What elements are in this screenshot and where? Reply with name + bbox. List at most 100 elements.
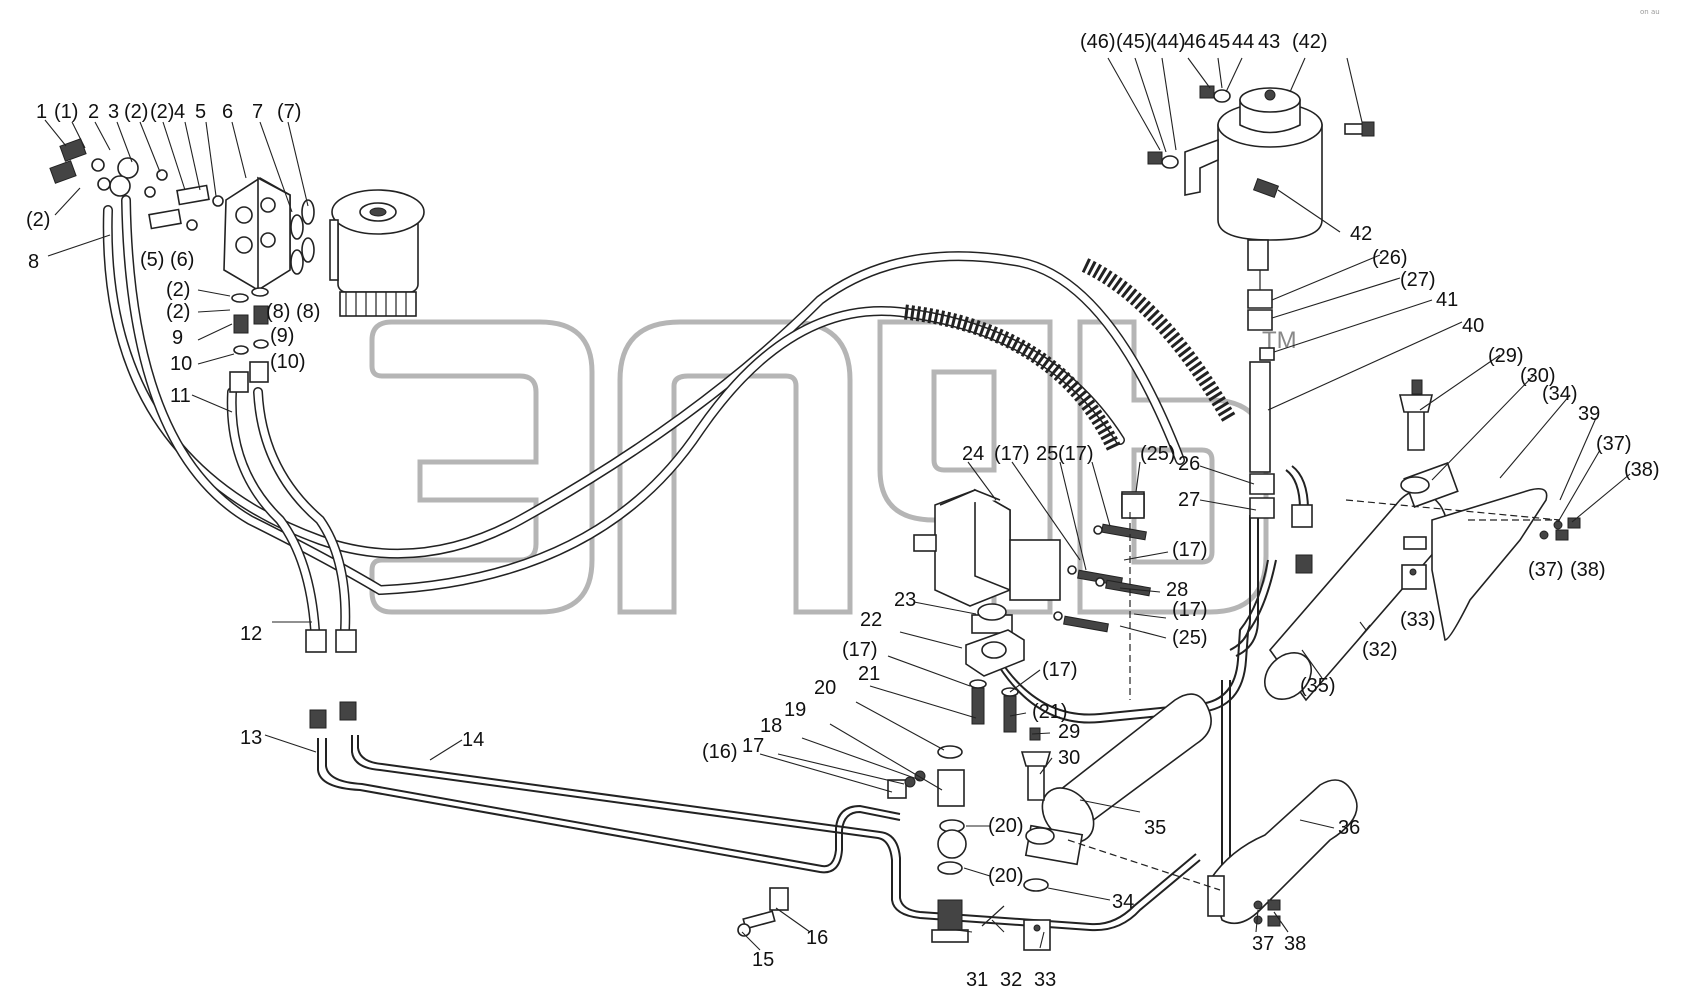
- callout-label: (32): [1362, 639, 1398, 661]
- callout-label: 12: [240, 623, 262, 645]
- callout-label: 43: [1258, 31, 1280, 53]
- callout-label: 45: [1208, 31, 1230, 53]
- callout-label: (29): [1488, 345, 1524, 367]
- callout-label: (21): [1032, 701, 1068, 723]
- callout-label: (45): [1116, 31, 1152, 53]
- callout-label: 6: [222, 101, 233, 123]
- center-fittings: [737, 624, 1371, 943]
- callout-label: (9): [270, 325, 294, 347]
- callout-label: (2): [166, 301, 190, 323]
- callout-label: 9: [172, 327, 183, 349]
- callout-label: 42: [1350, 223, 1372, 245]
- callout-label: 26: [1178, 453, 1200, 475]
- callout-label: (17): [1042, 659, 1078, 681]
- callout-label: 18: [760, 715, 782, 737]
- hoses-and-pipes: [102, 195, 1309, 932]
- callout-label: (17): [842, 639, 878, 661]
- callout-label: (8): [296, 301, 320, 323]
- callout-label: (6): [170, 249, 194, 271]
- corner-mark: on au: [1640, 8, 1660, 16]
- callout-label: 32: [1000, 969, 1022, 991]
- callout-label: 1: [36, 101, 47, 123]
- callout-label: (30): [1520, 365, 1556, 387]
- callout-label: 14: [462, 729, 484, 751]
- callout-label: (34): [1542, 383, 1578, 405]
- callout-label: (20): [988, 865, 1024, 887]
- callout-label: 44: [1232, 31, 1254, 53]
- callout-label: (16): [702, 741, 738, 763]
- callout-label: 2: [88, 101, 99, 123]
- callout-label: (2): [166, 279, 190, 301]
- steering-valve-assembly: [223, 176, 425, 317]
- callout-label: (17): [1172, 539, 1208, 561]
- callout-label: (2): [150, 101, 174, 123]
- callout-label: 21: [858, 663, 880, 685]
- callout-label: 16: [806, 927, 828, 949]
- callout-label: 38: [1284, 933, 1306, 955]
- power-cylinder-upper: [1264, 379, 1581, 702]
- callout-label: (25): [1140, 443, 1176, 465]
- callout-label: (27): [1400, 269, 1436, 291]
- callout-label: 31: [966, 969, 988, 991]
- callout-label: (46): [1080, 31, 1116, 53]
- callout-label: (17): [1058, 443, 1094, 465]
- callout-label: (10): [270, 351, 306, 373]
- callout-label: 34: [1112, 891, 1134, 913]
- callout-label: 8: [28, 251, 39, 273]
- callout-label: (17): [994, 443, 1030, 465]
- callout-label: (20): [988, 815, 1024, 837]
- callout-label: (37): [1596, 433, 1632, 455]
- callout-label: 11: [170, 385, 191, 407]
- callout-label: (2): [124, 101, 148, 123]
- callout-label: (33): [1400, 609, 1436, 631]
- callout-label: 36: [1338, 817, 1360, 839]
- callout-label: 22: [860, 609, 882, 631]
- callout-label: 10: [170, 353, 192, 375]
- callout-label: 13: [240, 727, 262, 749]
- callout-label: (38): [1624, 459, 1660, 481]
- callout-label: 27: [1178, 489, 1200, 511]
- callout-label: 7: [252, 101, 263, 123]
- callout-label: 39: [1578, 403, 1600, 425]
- callout-label: (44): [1150, 31, 1186, 53]
- leader-lines: [44, 57, 1631, 951]
- callout-label: 30: [1058, 747, 1080, 769]
- callout-label: (7): [277, 101, 301, 123]
- callout-label: 29: [1058, 721, 1080, 743]
- callout-label: (38): [1570, 559, 1606, 581]
- callout-label: 33: [1034, 969, 1056, 991]
- callout-label: 28: [1166, 579, 1188, 601]
- callout-label: (42): [1292, 31, 1328, 53]
- callout-label: (5): [140, 249, 164, 271]
- callout-label: 25: [1036, 443, 1058, 465]
- callout-label: 40: [1462, 315, 1484, 337]
- callout-label: 4: [174, 101, 185, 123]
- fittings-top-left: [49, 138, 357, 729]
- callout-label: (2): [26, 209, 50, 231]
- power-cylinder-lower: [1020, 693, 1358, 951]
- callout-label: 37: [1252, 933, 1274, 955]
- oil-tank-assembly: [1121, 85, 1375, 574]
- callout-label: (8): [266, 301, 290, 323]
- callout-label: (25): [1172, 627, 1208, 649]
- callout-label: 5: [195, 101, 206, 123]
- callout-label: 3: [108, 101, 119, 123]
- callout-label: 19: [784, 699, 806, 721]
- callout-label: (17): [1172, 599, 1208, 621]
- callout-label: 35: [1144, 817, 1166, 839]
- callout-label: 17: [742, 735, 764, 757]
- callout-label: 23: [894, 589, 916, 611]
- callout-label: 20: [814, 677, 836, 699]
- callout-label: (35): [1300, 675, 1336, 697]
- electric-motor: [913, 488, 1561, 891]
- callout-label: (1): [54, 101, 78, 123]
- callout-label: 41: [1436, 289, 1458, 311]
- callout-label: (37): [1528, 559, 1564, 581]
- callout-label: (26): [1372, 247, 1408, 269]
- callout-label: 46: [1184, 31, 1206, 53]
- callout-label: 24: [962, 443, 984, 465]
- callout-label: 15: [752, 949, 774, 971]
